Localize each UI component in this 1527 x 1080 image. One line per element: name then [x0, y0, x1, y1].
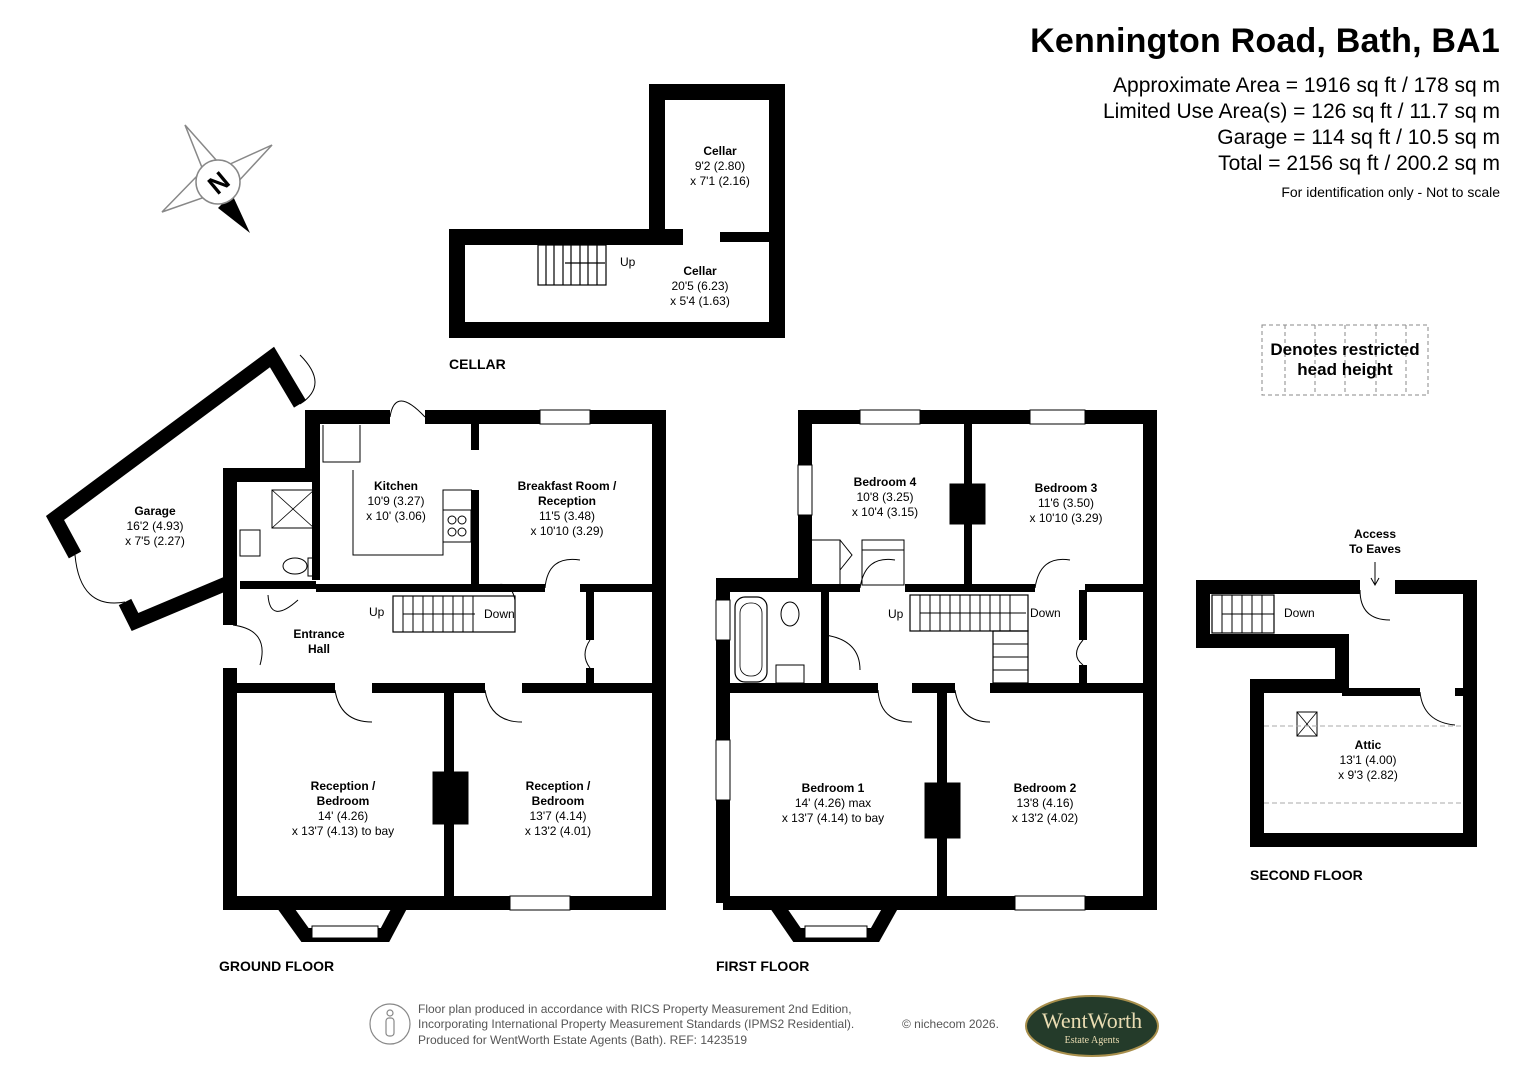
cellar-stairs: [537, 244, 607, 286]
cellar-floor: [449, 84, 785, 338]
footer-copyright: © nichecom 2026.: [902, 1017, 999, 1031]
breakfast-room-name-2: Reception: [538, 494, 596, 508]
eaves-name-1: Access: [1354, 527, 1396, 541]
reception-1-dims-1: 14' (4.26): [318, 809, 368, 823]
bedroom-4-dims-2: x 10'4 (3.15): [852, 505, 918, 519]
ground-outer-walls: [223, 410, 666, 910]
bedroom-2-name: Bedroom 2: [1014, 781, 1077, 795]
ground-floor-label: GROUND FLOOR: [219, 958, 334, 974]
second-floor-label: SECOND FLOOR: [1250, 867, 1363, 883]
ground-stairs-down-label: Down: [484, 607, 515, 621]
bedroom-1-dims-2: x 13'7 (4.14) to bay: [782, 811, 884, 825]
bedroom-4-name: Bedroom 4: [854, 475, 917, 489]
footer-line-1: Floor plan produced in accordance with R…: [418, 1002, 852, 1016]
bedroom-2-dims-1: 13'8 (4.16): [1017, 796, 1074, 810]
garage-dims-2: x 7'5 (2.27): [125, 534, 185, 548]
garage-door-swing: [74, 554, 126, 604]
attic-name: Attic: [1355, 738, 1382, 752]
garage-walls: [45, 346, 307, 559]
breakfast-room-dims-2: x 10'10 (3.29): [530, 524, 603, 538]
first-floor: [715, 409, 1157, 942]
page-title: Kennington Road, Bath, BA1: [1030, 22, 1500, 60]
attic-dims-1: 13'1 (4.00): [1340, 753, 1397, 767]
kitchen-dims-1: 10'9 (3.27): [368, 494, 425, 508]
rics-badge: [369, 1003, 411, 1045]
garage-side-door-swing: [299, 354, 316, 405]
attic-dims-2: x 9'3 (2.82): [1338, 768, 1398, 782]
ground-stairs-up-label: Up: [369, 605, 385, 619]
wentworth-logo: WentWorth Estate Agents: [1025, 995, 1159, 1057]
reception-1-dims-2: x 13'7 (4.13) to bay: [292, 824, 394, 838]
cellar-floor-label: CELLAR: [449, 356, 506, 372]
breakfast-room-dims-1: 11'5 (3.48): [539, 509, 595, 523]
compass-ring: [195, 159, 241, 205]
bedroom-3-dims-1: 11'6 (3.50): [1038, 496, 1094, 510]
second-floor: [1196, 562, 1477, 847]
kitchen-dims-2: x 10' (3.06): [366, 509, 426, 523]
reception-2-dims-1: 13'7 (4.14): [530, 809, 587, 823]
garage-area: Garage = 114 sq ft / 10.5 sq m: [1217, 126, 1500, 149]
compass: N: [161, 124, 273, 233]
footer-line-3: Produced for WentWorth Estate Agents (Ba…: [418, 1033, 747, 1047]
entrance-hall-name-1: Entrance: [293, 627, 345, 641]
ground-floor: [45, 346, 666, 942]
cellar-walls: [449, 84, 785, 338]
cellar-upper-dims-2: x 7'1 (2.16): [690, 174, 750, 188]
bedroom-2-dims-2: x 13'2 (4.02): [1012, 811, 1078, 825]
bedroom-3-name: Bedroom 3: [1035, 481, 1098, 495]
bedroom-1-name: Bedroom 1: [802, 781, 865, 795]
cellar-lower-dims-1: 20'5 (6.23): [672, 279, 729, 293]
cellar-upper-name: Cellar: [703, 144, 737, 158]
logo-name: WentWorth: [1042, 1008, 1142, 1033]
legend-line-1: Denotes restricted: [1270, 340, 1419, 359]
garage-front-wall: [118, 575, 233, 631]
cellar-lower-dims-2: x 5'4 (1.63): [670, 294, 730, 308]
first-floor-label: FIRST FLOOR: [716, 958, 809, 974]
breakfast-room-name-1: Breakfast Room /: [518, 479, 617, 493]
logo-subtitle: Estate Agents: [1065, 1035, 1120, 1046]
restricted-height-legend: [1261, 324, 1429, 396]
approximate-area: Approximate Area = 1916 sq ft / 178 sq m: [1113, 74, 1500, 97]
reception-2-dims-2: x 13'2 (4.01): [525, 824, 591, 838]
first-stairs-down-label: Down: [1030, 606, 1061, 620]
garage-dims-1: 16'2 (4.93): [127, 519, 184, 533]
limited-use-area: Limited Use Area(s) = 126 sq ft / 11.7 s…: [1102, 100, 1500, 123]
reception-1-name-1: Reception /: [311, 779, 376, 793]
cellar-upper-dims-1: 9'2 (2.80): [695, 159, 745, 173]
reception-2-name-1: Reception /: [526, 779, 591, 793]
footer-line-2: Incorporating International Property Mea…: [418, 1017, 854, 1031]
first-stairs-up-label: Up: [888, 607, 904, 621]
reception-1-name-2: Bedroom: [317, 794, 370, 808]
scale-note: For identification only - Not to scale: [1281, 184, 1500, 200]
bedroom-3-dims-2: x 10'10 (3.29): [1029, 511, 1102, 525]
entrance-hall-name-2: Hall: [308, 642, 330, 656]
bedroom-4-dims-1: 10'8 (3.25): [857, 490, 914, 504]
kitchen-name: Kitchen: [374, 479, 418, 493]
eaves-name-2: To Eaves: [1349, 542, 1401, 556]
cellar-lower-name: Cellar: [683, 264, 717, 278]
garage-name: Garage: [134, 504, 176, 518]
bedroom-1-dims-1: 14' (4.26) max: [795, 796, 871, 810]
total-area: Total = 2156 sq ft / 200.2 sq m: [1218, 152, 1500, 175]
second-stairs-down-label: Down: [1284, 606, 1315, 620]
compass-needle-south: [218, 194, 250, 233]
legend-line-2: head height: [1297, 360, 1393, 379]
reception-2-name-2: Bedroom: [532, 794, 585, 808]
cellar-stairs-up-label: Up: [620, 255, 636, 269]
